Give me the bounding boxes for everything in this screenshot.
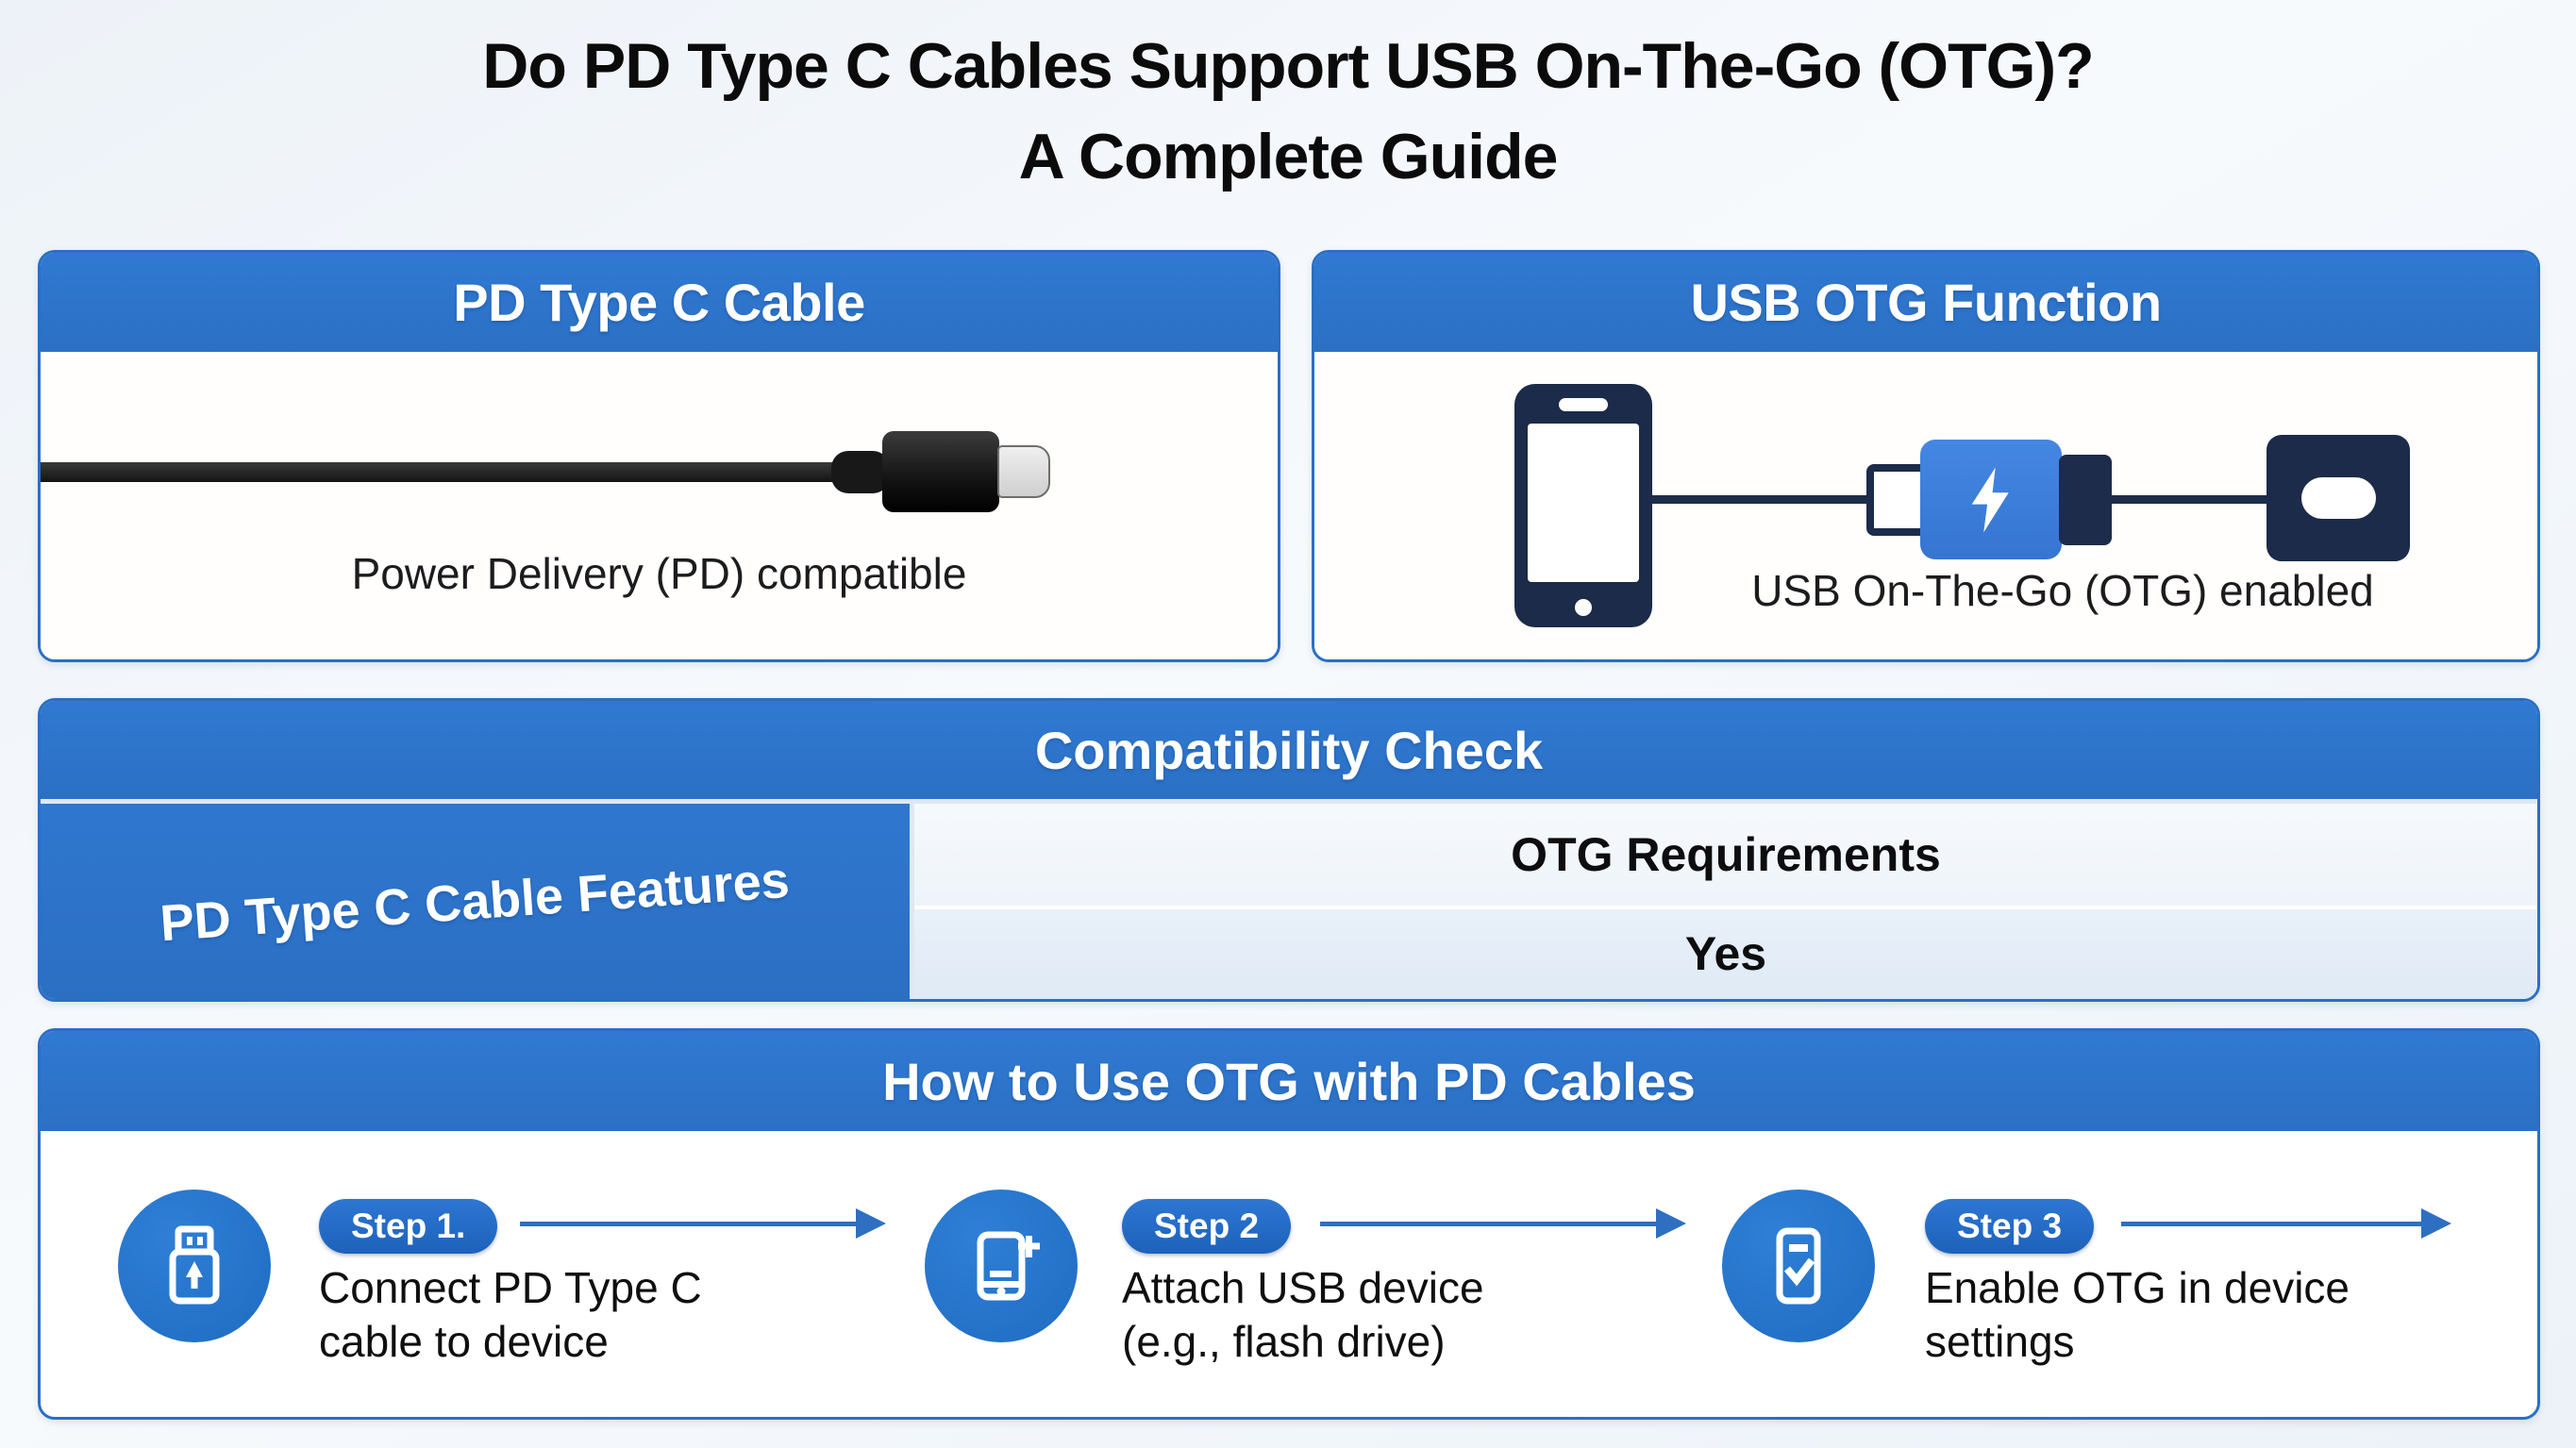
how-to-section: How to Use OTG with PD Cables Step 1. Co… bbox=[38, 1028, 2540, 1420]
pd-cable-card-header: PD Type C Cable bbox=[41, 253, 1278, 352]
adapter-usb-port bbox=[2059, 455, 2112, 545]
divider bbox=[914, 905, 2537, 909]
compatibility-header: Compatibility Check bbox=[41, 701, 2537, 799]
page-title-line2: A Complete Guide bbox=[1018, 121, 1559, 192]
otg-function-caption: USB On-The-Go (OTG) enabled bbox=[1751, 566, 2374, 615]
otg-function-card-header: USB OTG Function bbox=[1314, 253, 2537, 352]
how-to-header: How to Use OTG with PD Cables bbox=[41, 1031, 2537, 1131]
usb-c-plug-icon bbox=[1866, 464, 1929, 536]
step1-description: Connect PD Type C cable to device bbox=[319, 1263, 702, 1366]
step3-badge: Step 3 bbox=[1925, 1199, 2095, 1254]
otg-function-card-body: USB On-The-Go (OTG) enabled bbox=[1314, 352, 2537, 659]
divider bbox=[910, 804, 914, 999]
step1-icon-circle bbox=[118, 1190, 271, 1342]
smartphone-icon bbox=[1514, 384, 1652, 627]
step3-arrow-icon bbox=[2121, 1208, 2451, 1239]
phone-speaker-slot bbox=[1559, 398, 1608, 411]
otg-adapter-icon bbox=[1920, 440, 2062, 559]
row-label-text: PD Type C Cable Features bbox=[159, 851, 792, 952]
pd-cable-card: PD Type C Cable Power Delivery (PD) comp… bbox=[38, 250, 1280, 662]
flash-drive-icon bbox=[2267, 435, 2410, 561]
otg-cable-right bbox=[2107, 495, 2269, 504]
step1-arrow-icon bbox=[520, 1208, 886, 1239]
otg-cable-left bbox=[1650, 495, 1869, 504]
usb-flash-drive-icon bbox=[169, 1225, 220, 1305]
step2-arrow-icon bbox=[1320, 1208, 1686, 1239]
divider bbox=[41, 799, 2537, 804]
table-column-header: OTG Requirements bbox=[914, 804, 2537, 906]
cable-connector-housing bbox=[882, 431, 999, 512]
flash-drive-slot bbox=[2301, 477, 2376, 519]
compatibility-table: PD Type C Cable Features OTG Requirement… bbox=[41, 804, 2537, 999]
pd-cable-card-body: Power Delivery (PD) compatible bbox=[41, 352, 1278, 659]
table-value-column: OTG Requirements Yes bbox=[914, 804, 2537, 999]
page-title: Do PD Type C Cables Support USB On-The-G… bbox=[0, 21, 2576, 202]
cable-strain-relief bbox=[831, 451, 890, 493]
otg-function-card: USB OTG Function USB On-The-Go (OTG) ena… bbox=[1312, 250, 2540, 662]
compatibility-section: Compatibility Check PD Type C Cable Feat… bbox=[38, 698, 2540, 1002]
step2-icon-circle bbox=[925, 1190, 1078, 1342]
step1-badge: Step 1. bbox=[319, 1199, 498, 1254]
page-title-line1: Do PD Type C Cables Support USB On-The-G… bbox=[482, 30, 2094, 102]
step2-description: Attach USB device (e.g., flash drive) bbox=[1122, 1263, 1484, 1366]
lightning-bolt-icon bbox=[1971, 467, 2009, 532]
how-to-steps: Step 1. Connect PD Type C cable to devic… bbox=[41, 1131, 2537, 1417]
step3-description: Enable OTG in device settings bbox=[1925, 1263, 2350, 1366]
usb-device-icon bbox=[977, 1231, 1040, 1301]
phone-screen bbox=[1528, 424, 1639, 582]
table-value-cell: Yes bbox=[914, 908, 2537, 999]
pd-cable-caption: Power Delivery (PD) compatible bbox=[351, 549, 967, 598]
cable-cord bbox=[41, 462, 841, 482]
step3-icon-circle bbox=[1722, 1190, 1875, 1342]
usb-c-plug-tip bbox=[997, 445, 1050, 498]
table-row-label-cell: PD Type C Cable Features bbox=[41, 804, 910, 999]
device-checkmark-icon bbox=[1776, 1227, 1821, 1305]
phone-home-button bbox=[1575, 599, 1592, 616]
step2-badge: Step 2 bbox=[1122, 1199, 1292, 1254]
